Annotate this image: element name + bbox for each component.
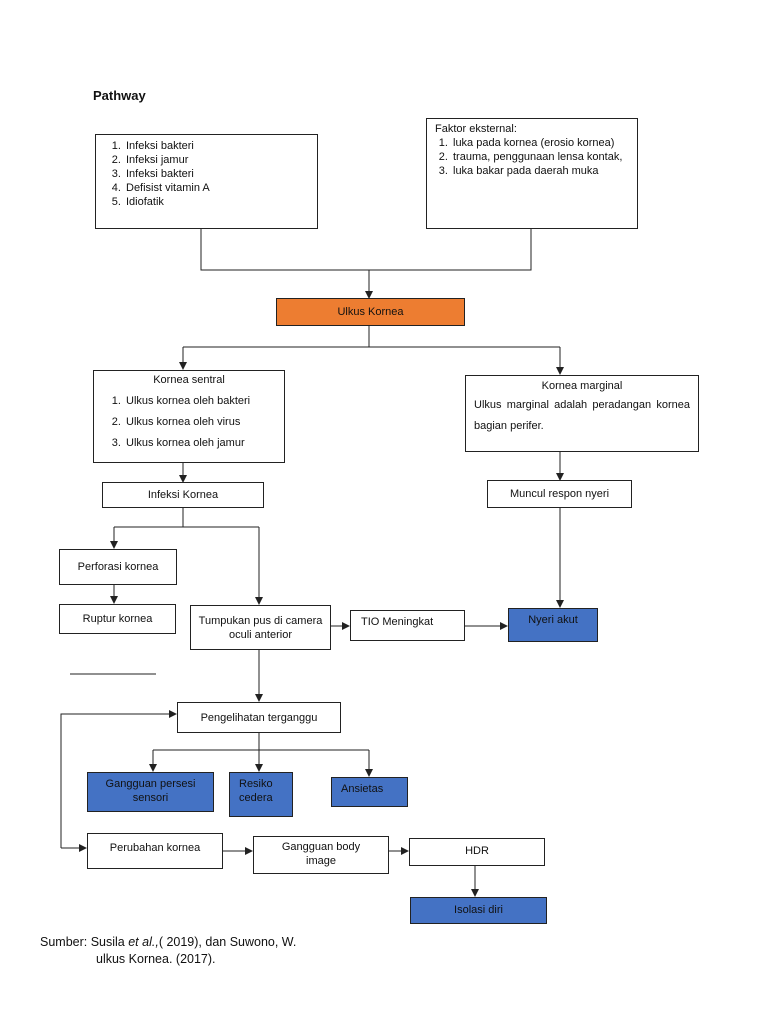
connector-causes-merge (200, 228, 532, 271)
box-perforasi-kornea: Perforasi kornea (59, 549, 177, 585)
list-item: Infeksi jamur (124, 153, 317, 167)
isolasi-diri-label: Isolasi diri (454, 904, 503, 916)
source-citation: Sumber: Susila et al.,( 2019), dan Suwon… (40, 934, 296, 968)
box-muncul-respon-nyeri: Muncul respon nyeri (487, 480, 632, 508)
kornea-marginal-header: Kornea marginal (541, 380, 623, 392)
resiko-cedera-label: Resiko cedera (239, 778, 273, 804)
list-item: Idiofatik (124, 195, 317, 209)
box-ansietas: Ansietas (331, 777, 408, 807)
kornea-sentral-list: Ulkus kornea oleh bakteri Ulkus kornea o… (100, 391, 278, 454)
list-item: Ulkus kornea oleh virus (124, 412, 278, 433)
box-isolasi-diri: Isolasi diri (410, 897, 547, 924)
box-resiko-cedera: Resiko cedera (229, 772, 293, 817)
connector-loop (60, 710, 177, 848)
ulkus-kornea-label: Ulkus Kornea (337, 306, 404, 318)
list-item: luka pada kornea (erosio kornea) (451, 136, 629, 150)
source-rest: ( 2019), dan Suwono, W. (158, 935, 297, 949)
ansietas-label: Ansietas (341, 783, 384, 795)
kornea-marginal-body: Ulkus marginal adalah peradangan kornea … (474, 399, 690, 432)
box-ruptur-kornea: Ruptur kornea (59, 604, 176, 634)
ruptur-kornea-label: Ruptur kornea (82, 613, 153, 625)
list-item: trauma, penggunaan lensa kontak, (451, 150, 629, 164)
penyebab-list: Infeksi bakteri Infeksi jamur Infeksi ba… (96, 139, 317, 209)
list-item: Infeksi bakteri (124, 139, 317, 153)
box-ulkus-kornea: Ulkus Kornea (276, 298, 465, 326)
perforasi-kornea-label: Perforasi kornea (77, 561, 159, 573)
list-item: Defisist vitamin A (124, 181, 317, 195)
list-item: Infeksi bakteri (124, 167, 317, 181)
connector-pengelihatan-split (153, 733, 260, 751)
box-infeksi-kornea: Infeksi Kornea (102, 482, 264, 508)
page-title: Pathway (93, 88, 146, 103)
box-kornea-marginal: Kornea marginal Ulkus marginal adalah pe… (465, 375, 699, 452)
faktor-eksternal-list: luka pada kornea (erosio kornea) trauma,… (435, 136, 629, 178)
infeksi-kornea-label: Infeksi Kornea (147, 489, 219, 501)
source-etal: et al., (128, 935, 159, 949)
kornea-sentral-header: Kornea sentral (153, 374, 225, 386)
list-item: Ulkus kornea oleh jamur (124, 433, 278, 454)
faktor-eksternal-header: Faktor eksternal: (435, 123, 517, 135)
box-perubahan-kornea: Perubahan kornea (87, 833, 223, 869)
box-pengelihatan-terganggu: Pengelihatan terganggu (177, 702, 341, 733)
list-item: luka bakar pada daerah muka (451, 164, 629, 178)
tumpukan-pus-label: Tumpukan pus di camera oculi anterior (198, 614, 323, 641)
hdr-label: HDR (465, 845, 489, 857)
nyeri-akut-label: Nyeri akut (528, 614, 578, 626)
pengelihatan-terganggu-label: Pengelihatan terganggu (200, 711, 318, 724)
box-gangguan-persepsi-sensori: Gangguan persesi sensori (87, 772, 214, 812)
box-kornea-sentral: Kornea sentral Ulkus kornea oleh bakteri… (93, 370, 285, 463)
list-item: Ulkus kornea oleh bakteri (124, 391, 278, 412)
box-hdr: HDR (409, 838, 545, 866)
source-line2: ulkus Kornea. (2017). (96, 952, 216, 966)
box-nyeri-akut: Nyeri akut (508, 608, 598, 642)
muncul-respon-nyeri-label: Muncul respon nyeri (509, 488, 610, 500)
gangguan-body-image-label: Gangguan body image (281, 841, 361, 867)
box-gangguan-body-image: Gangguan body image (253, 836, 389, 874)
source-prefix: Sumber: Susila (40, 935, 129, 949)
perubahan-kornea-label: Perubahan kornea (109, 842, 201, 854)
connector-infeksi-split (114, 508, 184, 528)
box-tumpukan-pus: Tumpukan pus di camera oculi anterior (190, 605, 331, 650)
tio-meningkat-label: TIO Meningkat (361, 616, 434, 628)
gangguan-persepsi-label: Gangguan persesi sensori (105, 778, 196, 804)
connector-ulkus-split (183, 326, 370, 348)
box-tio-meningkat: TIO Meningkat (350, 610, 465, 641)
box-penyebab-internal: Infeksi bakteri Infeksi jamur Infeksi ba… (95, 134, 318, 229)
box-faktor-eksternal: Faktor eksternal: luka pada kornea (eros… (426, 118, 638, 229)
